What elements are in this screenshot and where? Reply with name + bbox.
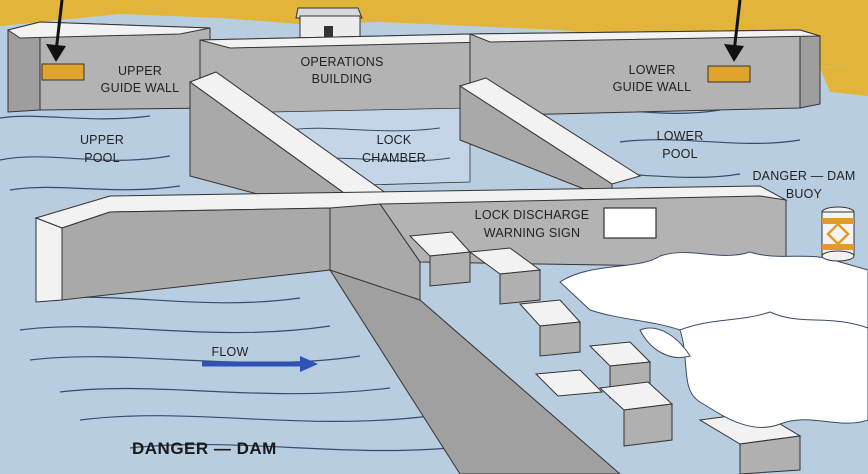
operations-building (295, 7, 363, 39)
upper-guide-wall-label-1: UPPER (118, 64, 162, 78)
operations-building-label-2: BUILDING (312, 72, 373, 86)
pointer-arrows (46, 0, 744, 62)
upper-pool-label-2: POOL (84, 151, 120, 165)
dam-crest-wall (34, 185, 788, 303)
lock-discharge-warning-sign-label-1: LOCK DISCHARGE (475, 208, 590, 222)
lower-pool-label-1: LOWER (657, 129, 704, 143)
river-bank-right (820, 62, 868, 96)
lock-discharge-warning-sign-board (603, 207, 657, 239)
lock-chamber-label-1: LOCK (377, 133, 412, 147)
operations-building-label-1: OPERATIONS (300, 55, 383, 69)
dam-spillway (328, 203, 802, 474)
lock-chamber-label-2: CHAMBER (362, 151, 426, 165)
lock-discharge-warning-sign-label-2: WARNING SIGN (484, 226, 580, 240)
danger-dam-buoy-label-2: BUOY (786, 187, 823, 201)
river-bank (0, 0, 868, 70)
tailwater-foam (559, 251, 868, 428)
danger-dam-buoy-label-1: DANGER — DAM (752, 169, 855, 183)
flow-label: FLOW (212, 345, 249, 359)
lower-guide-wall-label-1: LOWER (629, 63, 676, 77)
danger-dam-title: DANGER — DAM (132, 439, 277, 458)
right-chamber-wall (458, 77, 642, 201)
upper-pool-label-1: UPPER (80, 133, 124, 147)
lower-pool-label-2: POOL (662, 147, 698, 161)
lower-guide-wall-label-2: GUIDE WALL (613, 80, 692, 94)
lower-guide-wall-marker (707, 65, 751, 83)
upper-guide-wall-marker (41, 63, 85, 81)
flow-arrow-icon (202, 356, 318, 372)
danger-dam-buoy (821, 206, 855, 262)
upper-guide-wall-label-2: GUIDE WALL (101, 81, 180, 95)
upper-guide-wall (6, 21, 211, 113)
